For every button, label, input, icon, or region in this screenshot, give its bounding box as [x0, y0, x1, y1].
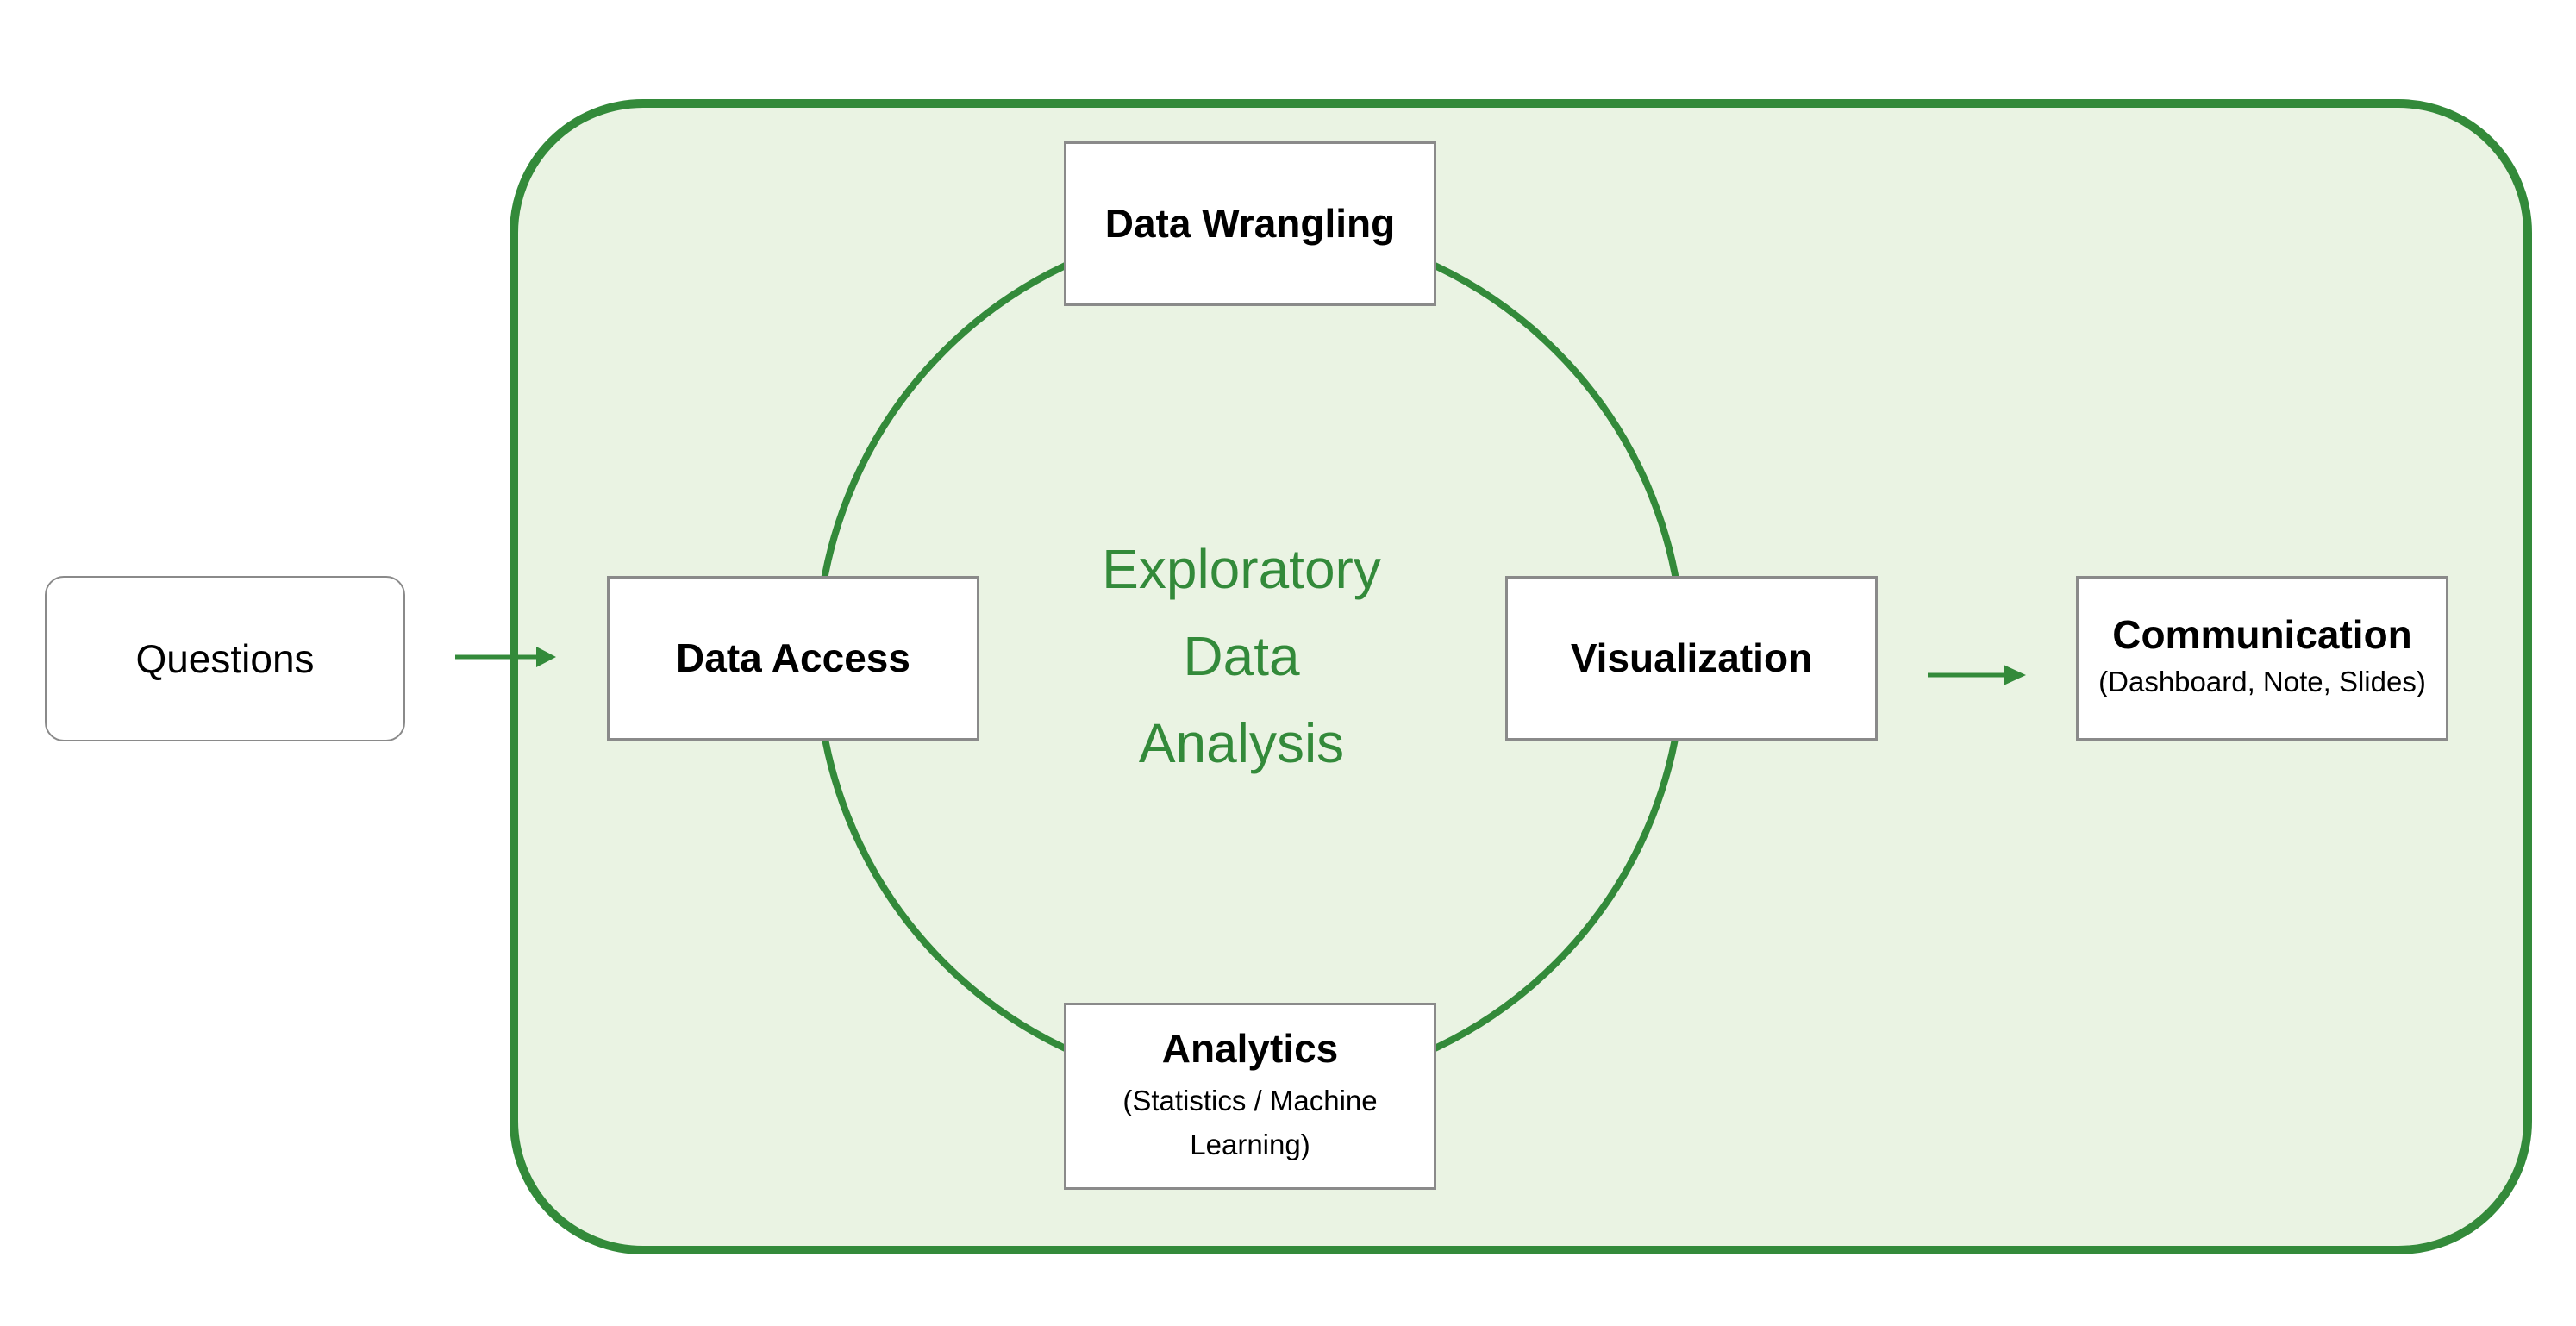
- node-visualization-label: Visualization: [1570, 635, 1813, 681]
- node-communication-sublabel: (Dashboard, Note, Slides): [2098, 666, 2426, 698]
- node-analytics: Analytics (Statistics / Machine Learning…: [1064, 1003, 1436, 1190]
- center-label: Exploratory Data Analysis: [983, 526, 1500, 787]
- node-visualization: Visualization: [1505, 576, 1878, 741]
- node-analytics-label: Analytics: [1161, 1025, 1339, 1071]
- node-analytics-sublabel: (Statistics / Machine Learning): [1122, 1084, 1378, 1160]
- node-data-access: Data Access: [607, 576, 979, 741]
- center-label-line2: Data: [1183, 625, 1300, 688]
- arrowhead-questions-to-data-access: [536, 647, 556, 667]
- center-label-line1: Exploratory: [1102, 538, 1381, 600]
- node-data-wrangling-label: Data Wrangling: [1104, 201, 1396, 247]
- node-communication-label: Communication: [2112, 612, 2412, 658]
- node-data-wrangling: Data Wrangling: [1064, 141, 1436, 306]
- node-communication: Communication (Dashboard, Note, Slides): [2076, 576, 2448, 741]
- node-questions-label: Questions: [135, 636, 315, 681]
- node-data-access-label: Data Access: [676, 635, 910, 681]
- arrowhead-visualization-to-communication: [2004, 665, 2026, 685]
- center-label-line3: Analysis: [1138, 712, 1345, 775]
- node-questions: Questions: [45, 576, 405, 741]
